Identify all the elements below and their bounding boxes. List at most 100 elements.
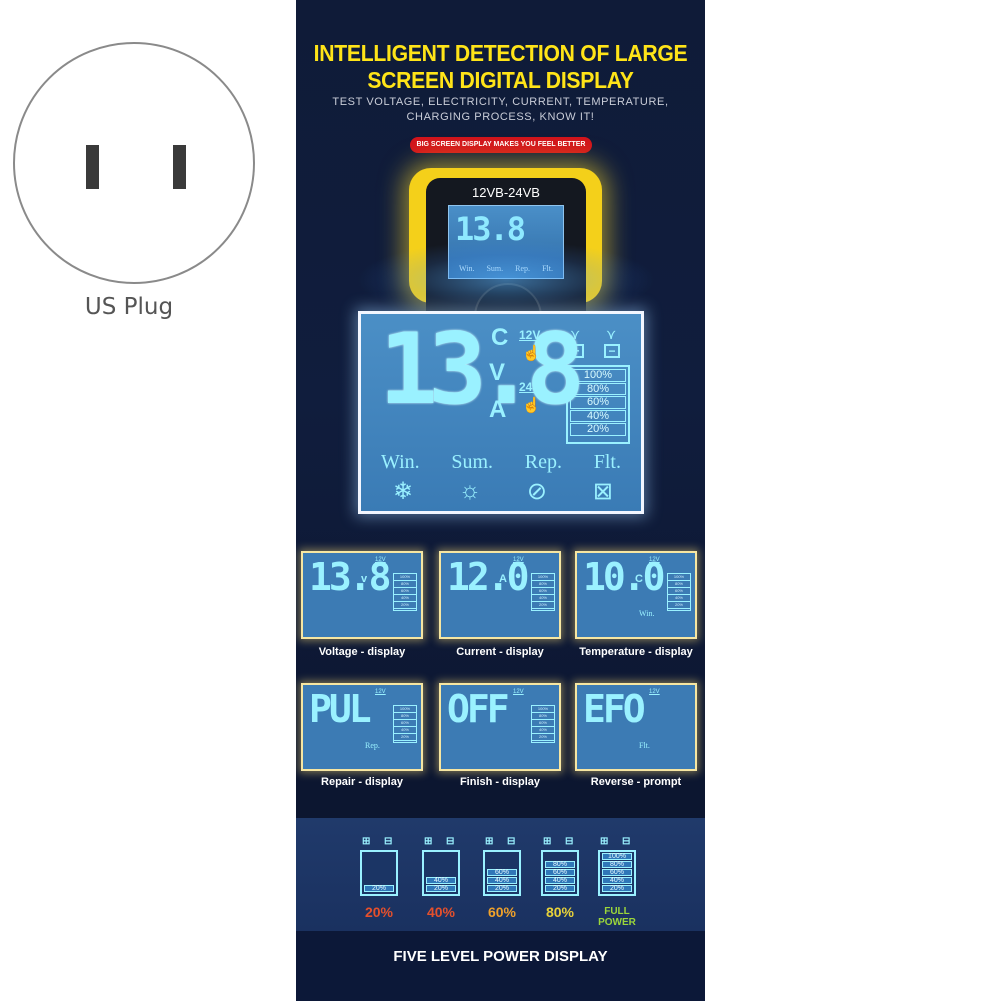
tile-level: 40%	[668, 595, 690, 602]
tile-level: 80%	[394, 581, 416, 588]
unit-volt: V	[489, 359, 506, 386]
mode-labels: Win. Sum. Rep. Flt.	[381, 451, 621, 474]
tile-battery-levels: 100%80%60%40%20%	[531, 573, 555, 611]
tile-battery-levels: 100%80%60%40%20%	[393, 573, 417, 611]
positive-terminal-icon: ⊞	[600, 836, 609, 847]
tile-level: 40%	[394, 727, 416, 734]
tile-mode: Win.	[639, 609, 655, 618]
tile-reading: OFF	[447, 687, 510, 731]
tile-unit: C	[635, 573, 643, 585]
power-level-segment: 60%	[545, 869, 575, 876]
power-level-icon: ⊞ ⊟ 20%40%	[420, 836, 462, 898]
tile-12v-label: 12V	[513, 557, 524, 563]
mode-icons: ❄ ☼ ⊘ ⊠	[393, 477, 613, 506]
tile-level: 60%	[532, 720, 554, 727]
power-level-battery: 20%40%60%	[483, 850, 521, 896]
power-level-icon: ⊞ ⊟ 20%40%60%80%	[539, 836, 581, 898]
positive-terminal-icon: ⊞	[362, 836, 371, 847]
power-level-segment: 20%	[602, 885, 632, 892]
product-poster: INTELLIGENT DETECTION OF LARGE SCREEN DI…	[296, 0, 705, 1001]
sun-icon: ☼	[459, 477, 481, 504]
tile-level: 20%	[394, 602, 416, 609]
tile-12v-label: 12V	[649, 689, 660, 695]
poster-banner: BIG SCREEN DISPLAY MAKES YOU FEEL BETTER	[410, 137, 592, 153]
tile-level: 20%	[532, 734, 554, 741]
positive-terminal-icon: ⊞	[424, 836, 433, 847]
tile-caption: Voltage - display	[318, 646, 406, 658]
label-12v: 12V	[519, 328, 541, 342]
poster-title: INTELLIGENT DETECTION OF LARGE SCREEN DI…	[312, 40, 688, 94]
tile-level: 100%	[532, 574, 554, 581]
power-level-segment: 40%	[602, 877, 632, 884]
tile-caption: Reverse - prompt	[590, 776, 682, 788]
tile-level: 100%	[532, 706, 554, 713]
five-level-panel: ⊞⊟20%20%⊞⊟20%40%40%⊞⊟20%40%60%60%⊞⊟20%40…	[296, 818, 705, 931]
tile-reading: EFO	[583, 687, 646, 731]
device-label: 12VB-24VB	[472, 185, 540, 200]
positive-terminal-icon: ⊞	[543, 836, 552, 847]
tile-mode: Rep.	[365, 741, 380, 750]
tile-caption: Repair - display	[321, 776, 403, 788]
mode-repair: Rep.	[524, 451, 563, 473]
unit-celsius: C	[491, 324, 509, 351]
mode-summer: Sum.	[451, 451, 494, 473]
power-level-label: 80%	[545, 904, 575, 920]
negative-terminal-icon: ⊟	[622, 836, 631, 847]
poster-title-line2: SCREEN DIGITAL DISPLAY	[367, 67, 634, 93]
tile-level: 60%	[394, 588, 416, 595]
power-level-segment: 20%	[364, 885, 394, 892]
positive-terminal-icon: ⊞	[485, 836, 494, 847]
negative-terminal-icon: ⊟	[446, 836, 455, 847]
positive-terminal-icon: +	[568, 344, 584, 358]
tile-level: 20%	[394, 734, 416, 741]
tile-level: 80%	[394, 713, 416, 720]
power-level-icon: ⊞⊟20%40%60%	[481, 836, 523, 898]
negative-terminal-icon: ⊟	[384, 836, 393, 847]
level-bar: 60%	[570, 396, 626, 409]
snowflake-icon: ❄	[393, 478, 414, 505]
level-bar: 100%	[570, 369, 626, 382]
power-level-segment: 60%	[602, 869, 632, 876]
power-level-battery: 20%40%	[422, 850, 460, 896]
tile-unit: A	[499, 573, 507, 585]
power-level-segment: 20%	[487, 885, 517, 892]
negative-terminal-icon: ⊟	[565, 836, 574, 847]
poster-subtitle-line1: TEST VOLTAGE, ELECTRICITY, CURRENT, TEMP…	[332, 96, 669, 108]
power-level-segment: 40%	[426, 877, 456, 884]
power-level-segment: 40%	[487, 877, 517, 884]
tile-level: 60%	[668, 588, 690, 595]
mode-winter: Win.	[381, 451, 420, 473]
float-battery-icon: ⊠	[592, 478, 613, 505]
battery-terminals: ⋎ ⋎ + −	[568, 326, 638, 364]
power-level-segment: 80%	[545, 861, 575, 868]
tile-12v-label: 12V	[375, 557, 386, 563]
tile-reading: 13.8	[309, 555, 391, 599]
level-bar: 80%	[570, 382, 626, 395]
label-24v: 24V	[519, 380, 541, 394]
power-level-battery: 20%40%60%80%100%	[598, 850, 636, 896]
power-level-segment: 100%	[602, 853, 632, 860]
tile-battery-levels: 100%80%60%40%20%	[667, 573, 691, 611]
battery-level-bars: 100% 80% 60% 40% 20%	[566, 365, 630, 444]
power-level-segment: 40%	[545, 877, 575, 884]
big-lcd-display: 13.8 C V A 12V ☝ 24V ☝ ⋎ ⋎ + − 100% 80% …	[358, 311, 644, 514]
tile-caption: Finish - display	[459, 776, 541, 788]
tile-battery-levels: 100%80%60%40%20%	[393, 705, 417, 743]
power-level-label: FULL POWER	[598, 906, 636, 928]
tile-level: 80%	[668, 581, 690, 588]
tile-reading: PUL	[309, 687, 372, 731]
tile-level: 40%	[532, 595, 554, 602]
power-level-icon: ⊞ ⊟ 20%	[358, 836, 400, 898]
power-level-label: 60%	[487, 904, 517, 920]
tile-level: 100%	[394, 706, 416, 713]
tile-level: 100%	[394, 574, 416, 581]
negative-terminal-icon: −	[604, 344, 620, 358]
tile-level: 60%	[532, 588, 554, 595]
power-level-battery: 20%40%60%80%	[541, 850, 579, 896]
tile-level: 20%	[532, 602, 554, 609]
plug-prong-left	[86, 145, 99, 189]
tile-reading: 10.0	[583, 555, 665, 599]
